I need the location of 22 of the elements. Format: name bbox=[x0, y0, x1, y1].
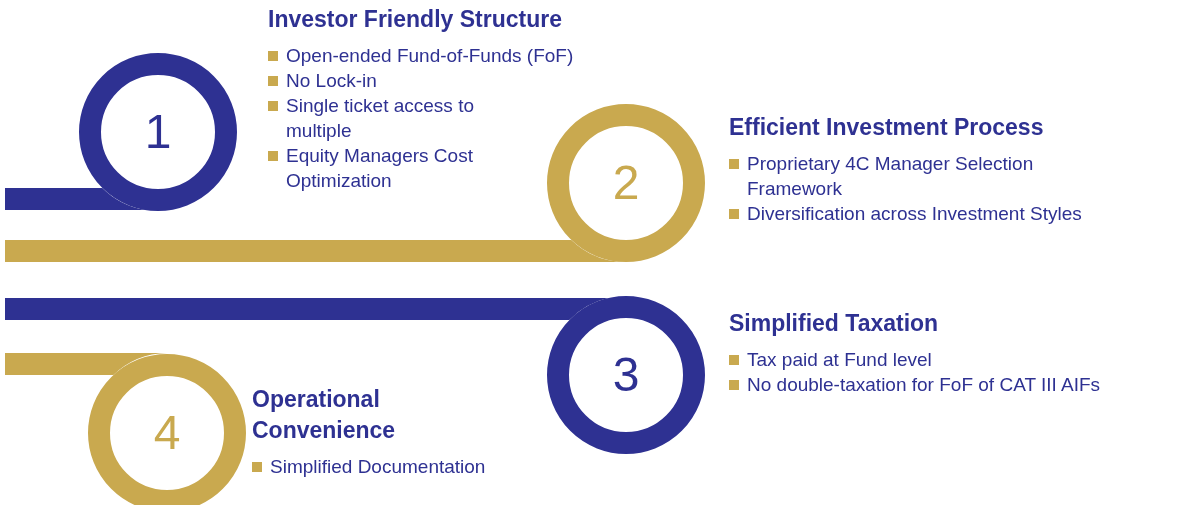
section-heading: Efficient Investment Process bbox=[729, 113, 1045, 142]
bullet-text: Equity Managers Cost Optimization bbox=[286, 144, 474, 193]
ring-circle bbox=[79, 53, 237, 211]
step-number: 1 bbox=[144, 108, 172, 156]
bullet-text: Simplified Documentation bbox=[270, 455, 486, 479]
ribbon-band bbox=[5, 188, 146, 210]
ring-circle bbox=[547, 104, 705, 262]
section-heading: Investor Friendly Structure bbox=[268, 5, 563, 34]
bullet-text: Single ticket access to multiple bbox=[286, 94, 475, 143]
bullet-text: No Lock-in bbox=[286, 69, 377, 93]
ribbon-band bbox=[5, 298, 609, 320]
step-number: 2 bbox=[612, 159, 640, 207]
bullet-text: Diversification across Investment Styles bbox=[747, 202, 1082, 226]
bullet-text: Proprietary 4C Manager Selection Framework bbox=[747, 152, 1035, 201]
step-number: 4 bbox=[153, 409, 181, 457]
ring-circle bbox=[547, 296, 705, 454]
bullet-text: Tax paid at Fund level bbox=[747, 348, 932, 372]
section-heading: Simplified Taxation bbox=[729, 309, 940, 338]
bullet-text: Open-ended Fund-of-Funds (FoF) bbox=[286, 44, 574, 68]
section-heading: Operational Convenience bbox=[252, 385, 397, 445]
step-number: 3 bbox=[612, 351, 640, 399]
bullet-text: No double-taxation for FoF of CAT III AIFs bbox=[747, 373, 1101, 397]
